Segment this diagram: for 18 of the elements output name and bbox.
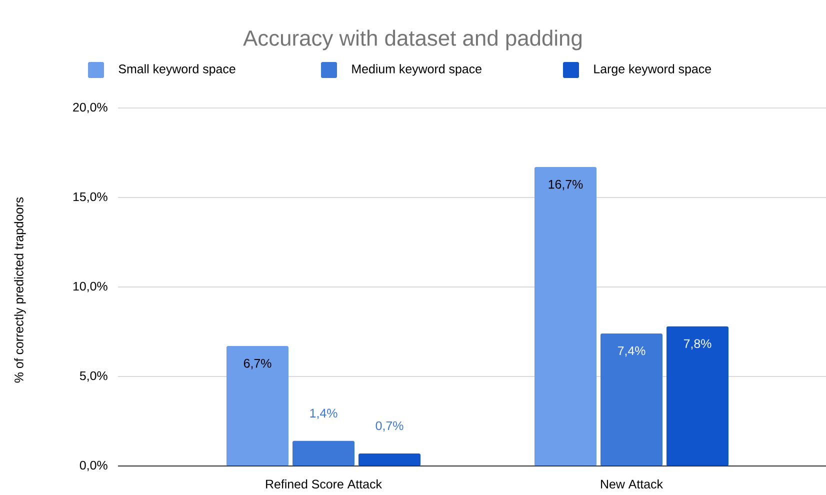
data-label: 0,7% [376, 421, 404, 432]
legend-label: Small keyword space [118, 64, 236, 76]
tick-label: 15,0% [73, 192, 108, 203]
tick-label: 20,0% [73, 102, 108, 114]
data-label: 7,8% [684, 339, 712, 350]
category-label: New Attack [601, 479, 663, 489]
tick-label: 10,0% [73, 282, 108, 292]
chart-title: Accuracy with dataset and padding [243, 30, 582, 50]
tick-label: 5,0% [80, 371, 108, 382]
legend-label: Large keyword space [594, 64, 711, 76]
category-label: Refined Score Attack [266, 479, 382, 489]
data-label: 16,7% [548, 180, 583, 190]
data-label: 1,4% [310, 408, 338, 420]
data-label: 6,7% [244, 358, 272, 370]
data-label: 7,4% [618, 346, 646, 357]
tick-label: 0,0% [80, 460, 108, 472]
legend-label: Medium keyword space [352, 64, 482, 76]
axis-title: % of correctly predicted trapdoors [14, 197, 26, 383]
